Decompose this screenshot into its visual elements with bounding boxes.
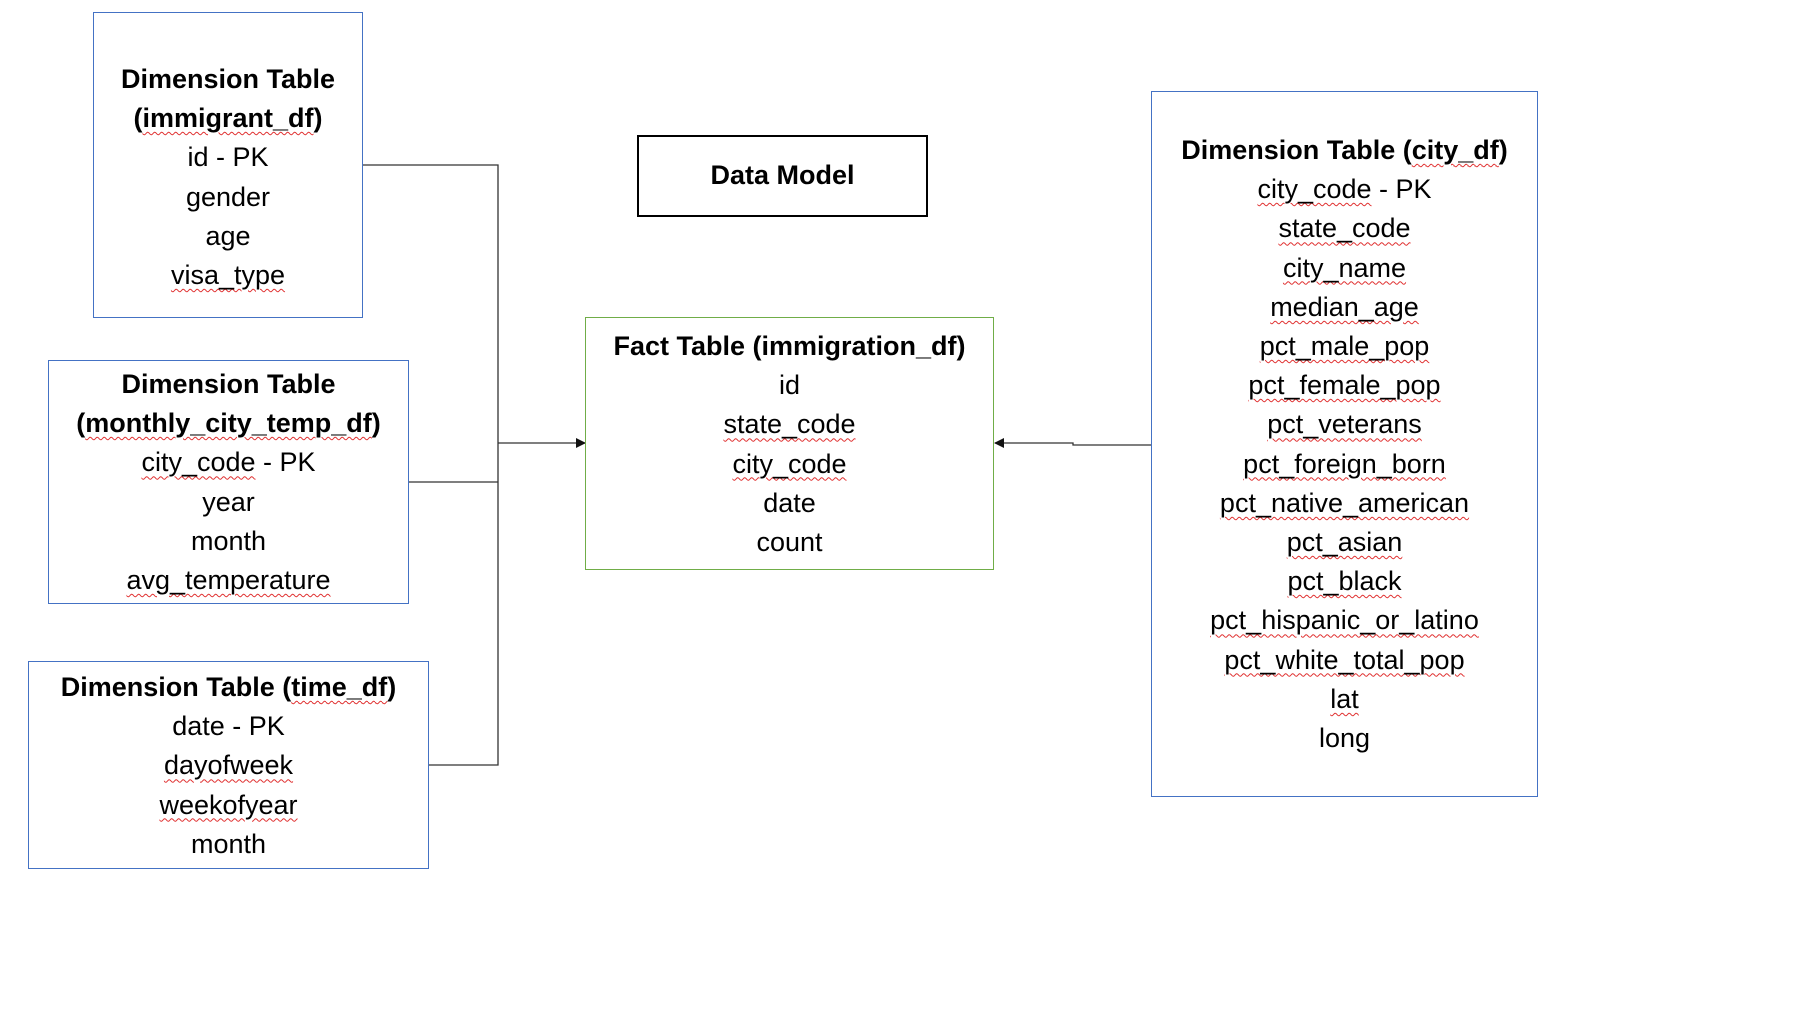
city-table: Dimension Table (city_df) city_code - PK s… <box>1151 91 1538 797</box>
city-arrow-to-fact <box>994 438 1151 448</box>
field-dayofweek: dayofweek <box>163 750 294 781</box>
field-city-code: city_code <box>732 448 847 479</box>
table-header-line: Dimension Table (city_df) <box>1181 135 1508 165</box>
field-id-pk: id - PK <box>187 142 269 173</box>
field-month: month <box>190 525 267 556</box>
field-pct-asian: pct_asian <box>1286 527 1403 558</box>
field-weekofyear: weekofyear <box>159 789 298 820</box>
field-pct-white-total-pop: pct_white_total_pop <box>1224 644 1465 675</box>
field-date: date <box>763 487 816 518</box>
diagram-title-box: Data Model <box>637 135 928 217</box>
field-pct-foreign-born: pct_foreign_born <box>1243 448 1446 479</box>
field-year: year <box>202 486 255 517</box>
time-table: Dimension Table (time_df)date - PK dayofw… <box>28 661 429 869</box>
field-state-code: state_code <box>1278 213 1411 244</box>
field-state-code: state_code <box>723 409 856 440</box>
field-pct-female-pop: pct_female_pop <box>1248 370 1441 401</box>
field-pct-hispanic-or-latino: pct_hispanic_or_latino <box>1210 605 1479 636</box>
connector-lines <box>362 164 1151 766</box>
table-header-line: Dimension Table <box>120 64 336 94</box>
field-visa-type: visa_type <box>170 260 286 291</box>
field-gender: gender <box>185 181 271 212</box>
table-header-line: (monthly_city_temp_df) <box>76 408 381 439</box>
field-month: month <box>190 828 267 859</box>
immigrant-connector <box>362 164 499 443</box>
field-count: count <box>756 527 823 558</box>
field-city-code-pk: city_code - PK <box>141 447 316 478</box>
diagram-title: Data Model <box>710 160 855 191</box>
time-connector <box>428 443 499 766</box>
field-pct-male-pop: pct_male_pop <box>1259 331 1430 362</box>
field-city-name: city_name <box>1282 252 1407 283</box>
field-city-code-pk: city_code - PK <box>1257 174 1432 205</box>
field-age: age <box>205 220 251 251</box>
field-id: id <box>778 370 800 401</box>
field-pct-black: pct_black <box>1287 566 1402 597</box>
table-header-line: Dimension Table (time_df) <box>60 672 397 702</box>
field-pct-veterans: pct_veterans <box>1267 409 1422 440</box>
immigrant-table: Dimension Table (immigrant_df)id - PK gend… <box>93 12 363 318</box>
field-pct-native-american: pct_native_american <box>1219 487 1470 518</box>
table-header-line: (immigrant_df) <box>133 103 323 134</box>
field-avg-temperature: avg_temperature <box>126 565 331 596</box>
table-header-line: Fact Table (immigration_df) <box>613 331 966 361</box>
field-date-pk: date - PK <box>172 711 285 742</box>
monthly-city-temp-table: Dimension Table (monthly_city_temp_df)cit… <box>48 360 409 604</box>
field-median-age: median_age <box>1270 291 1419 322</box>
table-header-line: Dimension Table <box>121 369 336 399</box>
field-lat: lat <box>1330 683 1359 714</box>
field-long: long <box>1318 723 1371 754</box>
